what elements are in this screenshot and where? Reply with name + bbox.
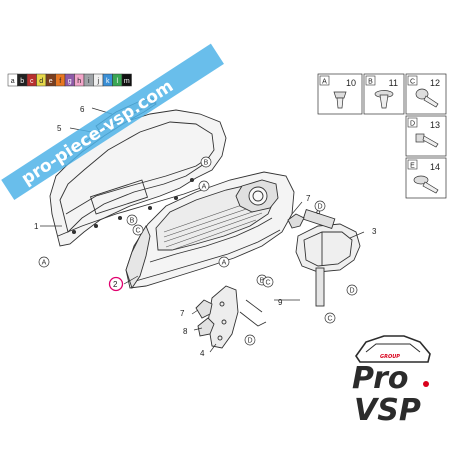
callout-1: 1	[34, 222, 39, 231]
letter-ref-circle	[38, 256, 50, 268]
callout-8a: 8	[316, 207, 321, 216]
fastener-number: 13	[430, 120, 440, 130]
rear-plate-recess	[89, 179, 149, 215]
letter-ref-b3: B	[260, 278, 265, 285]
callout-3: 3	[372, 227, 377, 236]
letter-ref-circle	[324, 312, 336, 324]
front-side-flank	[125, 224, 151, 290]
logo-group-text: GROUP	[380, 354, 400, 360]
letter-ref-circle	[244, 334, 256, 346]
letter-ref-d2: D	[247, 338, 252, 345]
rear-bumper-lower-lip	[57, 185, 207, 237]
letter-ref-circle	[218, 256, 230, 268]
letter-ref-b1: B	[204, 160, 209, 167]
fastener-letter: D	[410, 120, 415, 127]
color-swatch-letter: g	[68, 78, 72, 85]
mount-clip-7	[195, 299, 213, 319]
letter-ref-circle	[262, 276, 274, 288]
letter-ref-c2: C	[265, 280, 270, 287]
color-swatch-letter: b	[20, 78, 24, 85]
callout-8b: 8	[183, 327, 188, 336]
letter-ref-circle	[314, 200, 326, 212]
letter-ref-circle	[200, 156, 212, 168]
tie-rod	[239, 311, 267, 327]
color-swatch-letter: d	[39, 78, 43, 85]
callout-4: 4	[200, 349, 205, 358]
logo-car-outline	[355, 335, 431, 363]
front-bumper-lip	[131, 229, 281, 283]
color-swatch-letter: a	[11, 78, 15, 85]
fastener-letter-box	[365, 75, 376, 86]
letter-ref-d1: D	[349, 288, 354, 295]
fastener-letter-box	[407, 117, 418, 128]
fastener-number: 11	[389, 78, 398, 88]
lower-bracket-assembly	[195, 285, 267, 349]
provsp-logo: GROUP Pro VSP	[352, 335, 431, 428]
fastener-letter: C	[410, 78, 415, 85]
letter-ref-b2: B	[130, 218, 135, 225]
letter-ref-c3: C	[327, 316, 332, 323]
logo-vsp-text: VSP	[354, 393, 421, 428]
fastener-letter-box	[319, 75, 330, 86]
letter-ref-a3: A	[222, 260, 227, 267]
color-swatch-letter: i	[88, 78, 90, 85]
fastener-letter: E	[410, 162, 415, 169]
callout-6: 6	[80, 105, 85, 114]
rear-bumper-inner-rim	[59, 121, 215, 233]
letter-ref-circle	[126, 214, 138, 226]
front-bumper-assembly	[125, 171, 295, 290]
callout-9: 9	[278, 298, 283, 307]
bracket-support	[315, 267, 325, 307]
letter-ref-circle	[346, 284, 358, 296]
callout-2: 2	[113, 280, 118, 289]
color-swatch-letter: h	[77, 78, 81, 85]
callout-7b: 7	[180, 309, 185, 318]
callout-2-highlight	[108, 276, 124, 292]
color-swatch-letter: j	[96, 78, 99, 85]
color-swatch-letter: l	[116, 78, 118, 85]
letter-ref-circle	[198, 180, 210, 192]
mount-clip-8	[197, 317, 215, 337]
leader-lines	[40, 107, 365, 353]
letter-ref-c1: C	[135, 228, 140, 235]
fastener-letter: B	[368, 78, 373, 85]
color-swatch-letter: c	[30, 78, 34, 85]
fastener-letter-box	[407, 159, 418, 170]
callout-numbers: 1 2 3 4 5 6 7 7 8 8 9	[34, 105, 377, 358]
color-swatch-letter: m	[124, 78, 130, 85]
front-grille-lower	[149, 217, 273, 263]
lower-bracket	[207, 285, 239, 349]
color-swatch-letter: f	[59, 78, 61, 85]
color-swatch-letter: e	[49, 78, 53, 85]
fastener-number: 14	[430, 162, 440, 172]
color-swatch-letter: k	[106, 78, 110, 85]
letter-ref-a2: A	[42, 260, 47, 267]
fastener-number: 12	[430, 78, 440, 88]
fastener-letter: A	[322, 78, 327, 85]
logo-pro-text: Pro	[352, 361, 408, 396]
callout-5: 5	[57, 124, 62, 133]
letter-ref-circle	[132, 224, 144, 236]
logo-red-dot	[423, 381, 429, 387]
fastener-table: A 10 B 11 C 12D 13E 14	[317, 73, 447, 199]
letter-ref-d3: D	[317, 204, 322, 211]
letter-ref-a1: A	[202, 184, 207, 191]
color-swatch	[121, 73, 132, 87]
fastener-number: 10	[346, 78, 356, 88]
fastener-letter-box	[407, 75, 418, 86]
right-bracket-assembly	[287, 209, 361, 307]
callout-7a: 7	[306, 194, 311, 203]
